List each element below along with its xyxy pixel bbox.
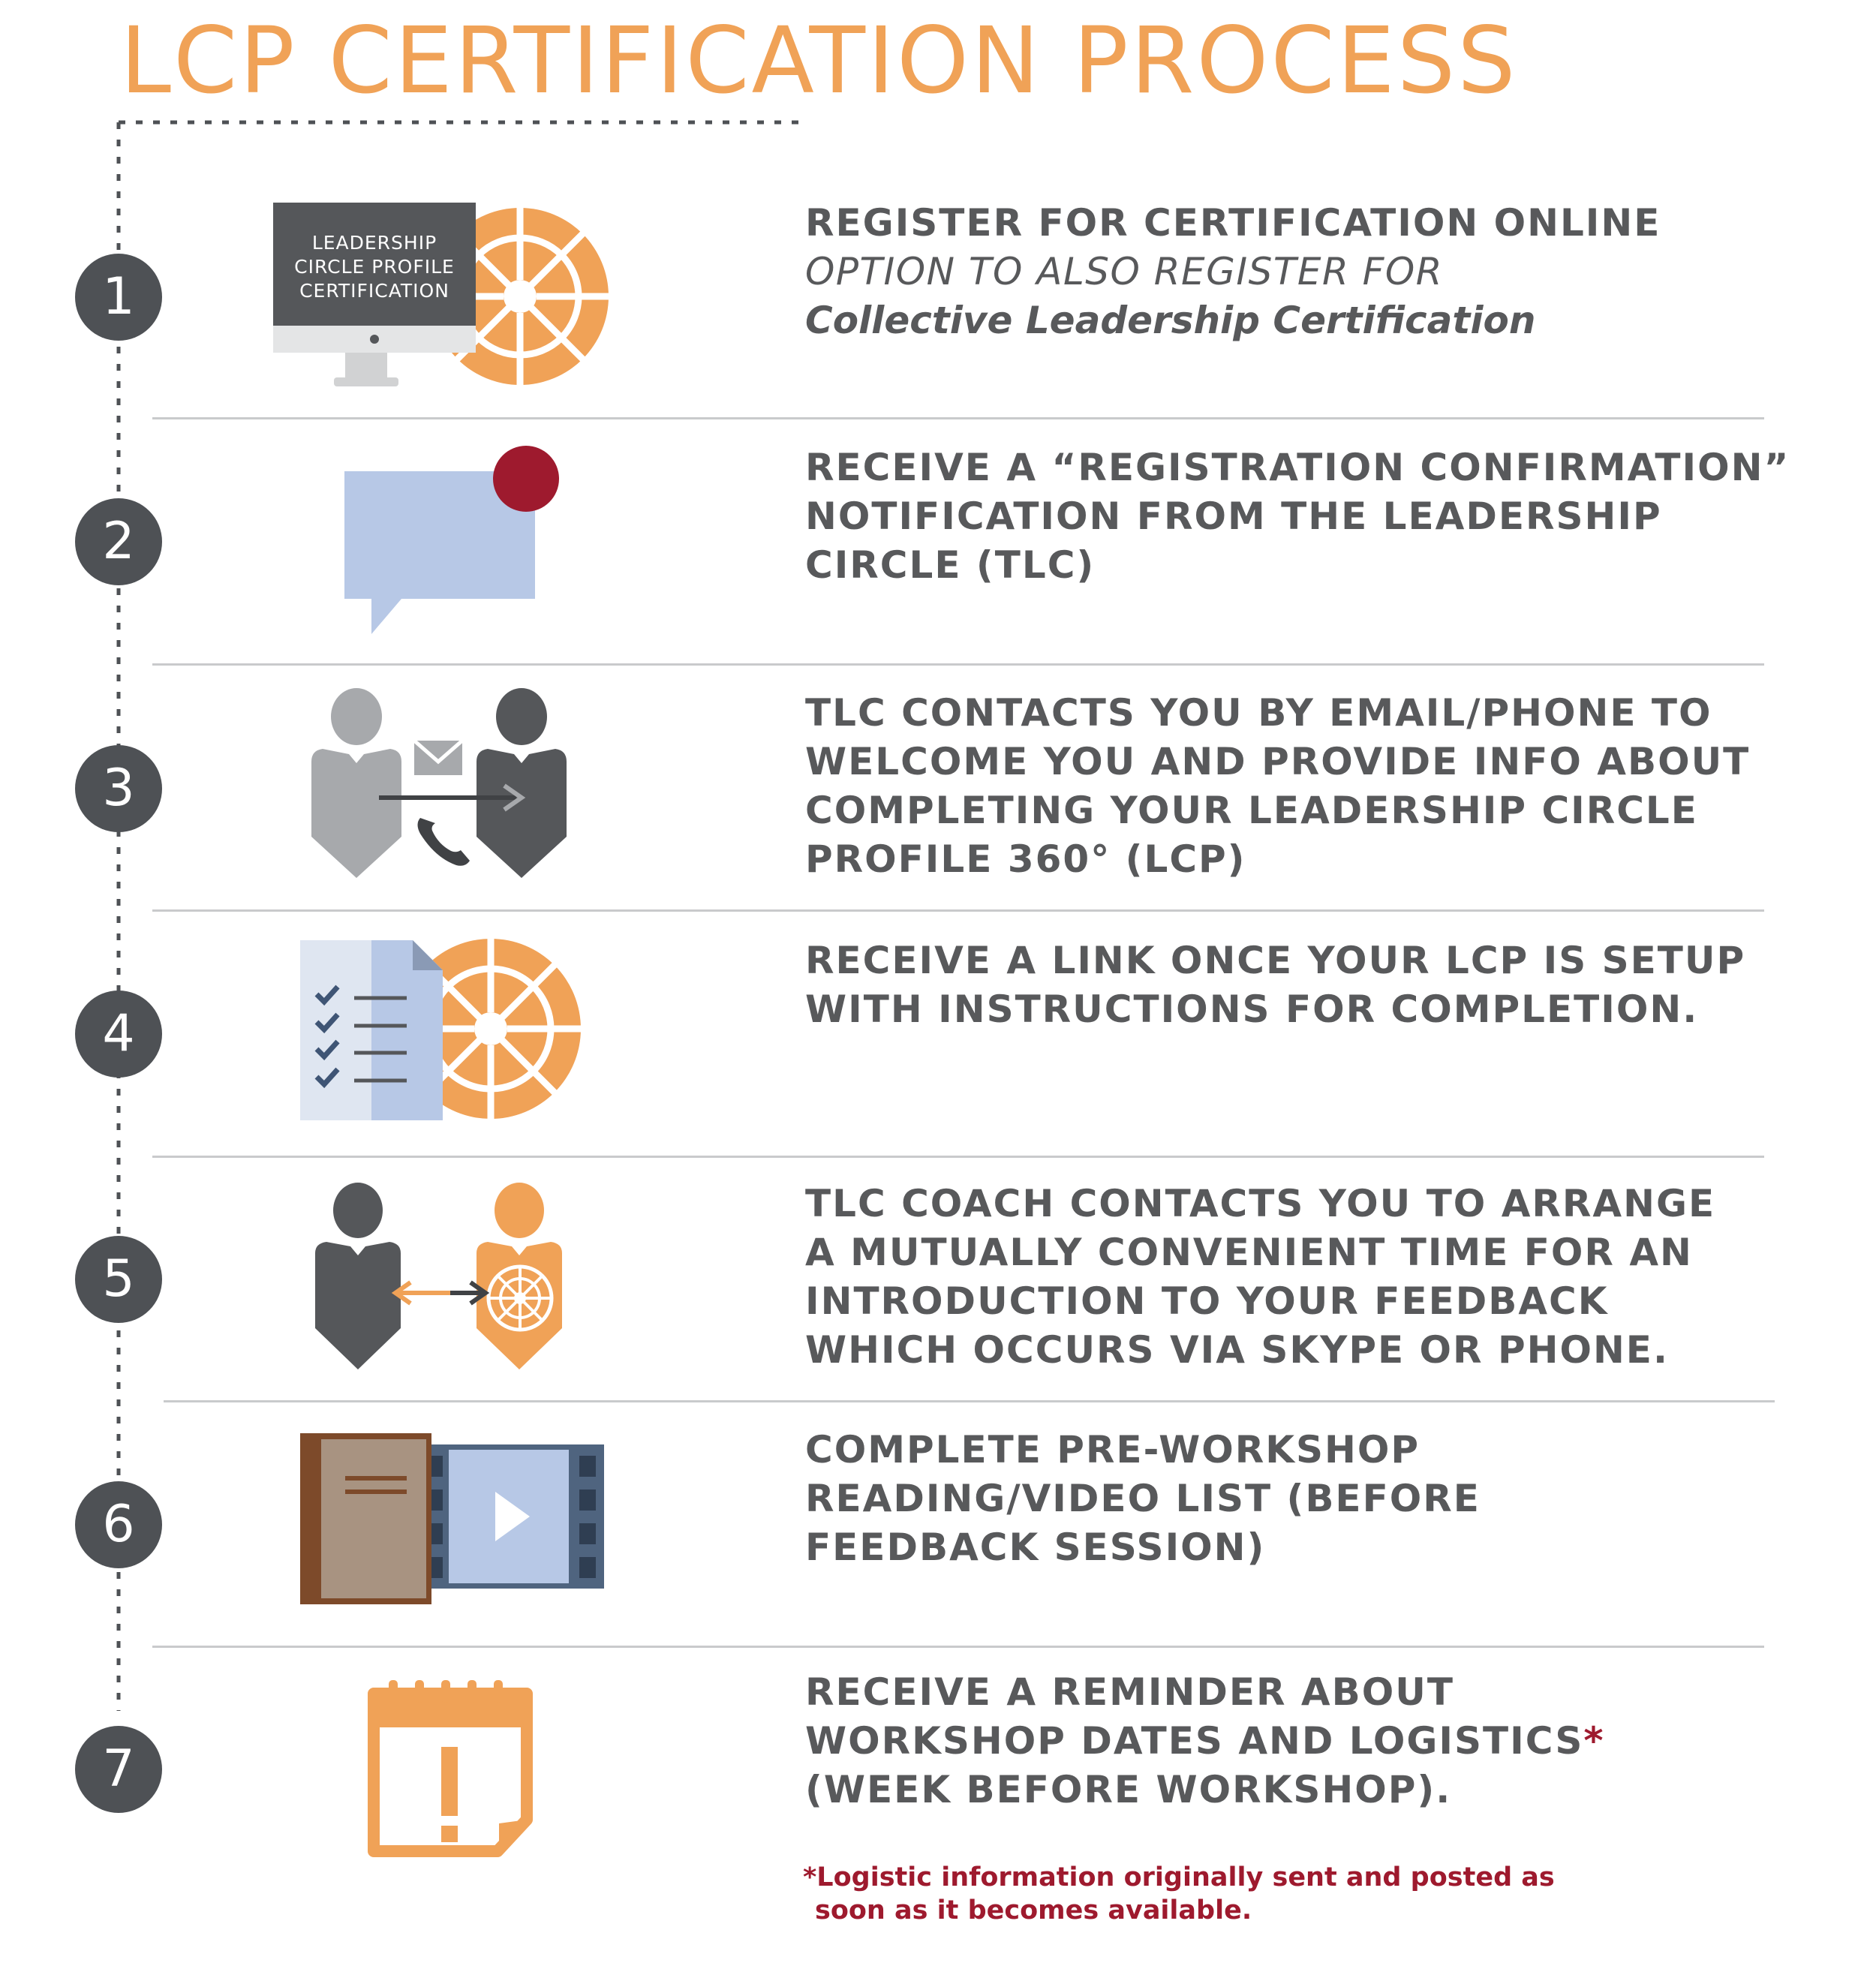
step-3-text: TLC CONTACTS YOU BY EMAIL/PHONE TO WELCO…: [805, 689, 1803, 884]
person-left-body: [311, 749, 401, 878]
step-3-line-4: PROFILE 360° (LCP): [805, 837, 1246, 881]
person-right-head: [496, 688, 547, 745]
monitor-power-dot: [370, 335, 379, 344]
book-pages: [321, 1439, 426, 1598]
step-2-line-1: RECEIVE A “REGISTRATION CONFIRMATION”: [805, 446, 1790, 489]
page-curl: [499, 1820, 527, 1851]
step-4-number: 4: [75, 991, 162, 1078]
step-5-number: 5: [75, 1236, 162, 1323]
footnote: *Logistic information originally sent an…: [803, 1861, 1555, 1927]
paper-fold: [413, 940, 443, 970]
step-3-line-2: WELCOME YOU AND PROVIDE INFO ABOUT: [805, 740, 1751, 783]
step-3-line-3: COMPLETING YOUR LEADERSHIP CIRCLE: [805, 789, 1698, 832]
divider-3: [152, 909, 1764, 912]
step-2-line-2: NOTIFICATION FROM THE LEADERSHIP: [805, 495, 1662, 538]
coach-head: [495, 1183, 544, 1238]
calendar-alert-icon: [368, 1680, 533, 1857]
coach-wheel: [486, 1264, 554, 1332]
monitor-label-line-2: CIRCLE PROFILE: [294, 256, 455, 278]
calendar-rings: [389, 1680, 503, 1703]
step-4-line-1: RECEIVE A LINK ONCE YOUR LCP IS SETUP: [805, 939, 1746, 982]
person-right-body: [477, 749, 567, 878]
step-5-line-2: A MUTUALLY CONVENIENT TIME FOR AN: [805, 1231, 1693, 1274]
footnote-line-2: soon as it becomes available.: [815, 1895, 1252, 1925]
step-1-collective-line: Collective Leadership Certification: [805, 299, 1536, 342]
step-2-line-3: CIRCLE (TLC): [805, 543, 1096, 587]
person-head: [333, 1183, 383, 1238]
step-6-line-1: COMPLETE PRE-WORKSHOP: [805, 1428, 1421, 1471]
person-left-head: [331, 688, 382, 745]
step-7-line-1: RECEIVE A REMINDER ABOUT: [805, 1670, 1454, 1714]
arrow-head: [503, 783, 526, 812]
divider-1: [152, 417, 1764, 419]
step-2-text: RECEIVE A “REGISTRATION CONFIRMATION” NO…: [805, 443, 1803, 590]
checklist-lines: [354, 996, 407, 1083]
step-2-number: 2: [75, 498, 162, 585]
step-6-line-3: FEEDBACK SESSION): [805, 1526, 1266, 1569]
divider-4: [152, 1156, 1764, 1158]
monitor-stand: [345, 353, 387, 381]
step-4-line-2: WITH INSTRUCTIONS FOR COMPLETION.: [805, 988, 1699, 1031]
step-3-number: 3: [75, 745, 162, 832]
people-contact-icon: [311, 688, 567, 878]
coach-exchange-icon: [315, 1183, 562, 1369]
person-body: [315, 1242, 401, 1369]
page-title: LCP CERTIFICATION PROCESS: [120, 8, 1518, 114]
step-5-line-1: TLC COACH CONTACTS YOU TO ARRANGE: [805, 1182, 1716, 1225]
arrow-head-left: [391, 1280, 412, 1306]
step-1-number: 1: [75, 254, 162, 341]
exclamation-dot: [441, 1826, 458, 1842]
envelope-icon: [413, 739, 464, 775]
step-7-line-3: (WEEK BEFORE WORKSHOP).: [805, 1768, 1452, 1811]
play-icon: [495, 1492, 530, 1541]
exclamation-bar: [441, 1747, 458, 1816]
monitor-wheel-icon: LEADERSHIP CIRCLE PROFILE CERTIFICATION: [273, 203, 609, 386]
divider-2: [152, 663, 1764, 666]
step-1-text: REGISTER FOR CERTIFICATION ONLINE OPTION…: [805, 199, 1803, 345]
step-1-option-line: OPTION TO ALSO REGISTER FOR: [805, 250, 1443, 293]
step-7-line-2-text: WORKSHOP DATES AND LOGISTICS: [805, 1719, 1584, 1763]
checklist-paper-front: [371, 940, 443, 1120]
chat-bubble: [344, 471, 535, 634]
monitor-label-line-3: CERTIFICATION: [299, 280, 449, 302]
step-6-number: 6: [75, 1481, 162, 1568]
step-5-line-3: INTRODUCTION TO YOUR FEEDBACK: [805, 1279, 1609, 1323]
check-marks: [314, 984, 340, 1089]
divider-5: [164, 1400, 1775, 1402]
notification-dot: [493, 446, 559, 512]
divider-6: [152, 1646, 1764, 1648]
book-video-icon: [300, 1433, 604, 1604]
phone-icon: [417, 818, 470, 866]
asterisk-mark: *: [1583, 1719, 1605, 1763]
checklist-wheel-icon: [300, 939, 581, 1120]
step-5-line-4: WHICH OCCURS VIA SKYPE OR PHONE.: [805, 1328, 1669, 1372]
step-7-number: 7: [75, 1726, 162, 1813]
step-6-line-2: READING/VIDEO LIST (BEFORE: [805, 1477, 1481, 1520]
step-3-line-1: TLC CONTACTS YOU BY EMAIL/PHONE TO: [805, 691, 1712, 735]
step-6-text: COMPLETE PRE-WORKSHOP READING/VIDEO LIST…: [805, 1426, 1803, 1572]
step-5-text: TLC COACH CONTACTS YOU TO ARRANGE A MUTU…: [805, 1180, 1803, 1375]
monitor-screen: [273, 203, 476, 326]
step-4-text: RECEIVE A LINK ONCE YOUR LCP IS SETUP WI…: [805, 936, 1803, 1034]
monitor-label-line-1: LEADERSHIP: [312, 232, 437, 254]
chat-notification-icon: [344, 446, 559, 634]
step-7-line-2: WORKSHOP DATES AND LOGISTICS*: [805, 1717, 1803, 1766]
step-7-text: RECEIVE A REMINDER ABOUT WORKSHOP DATES …: [805, 1668, 1803, 1814]
monitor-base: [334, 377, 398, 386]
footnote-line-1: *Logistic information originally sent an…: [803, 1862, 1555, 1892]
step-1-line-1: REGISTER FOR CERTIFICATION ONLINE: [805, 201, 1661, 245]
arrow-head-right: [469, 1280, 490, 1306]
